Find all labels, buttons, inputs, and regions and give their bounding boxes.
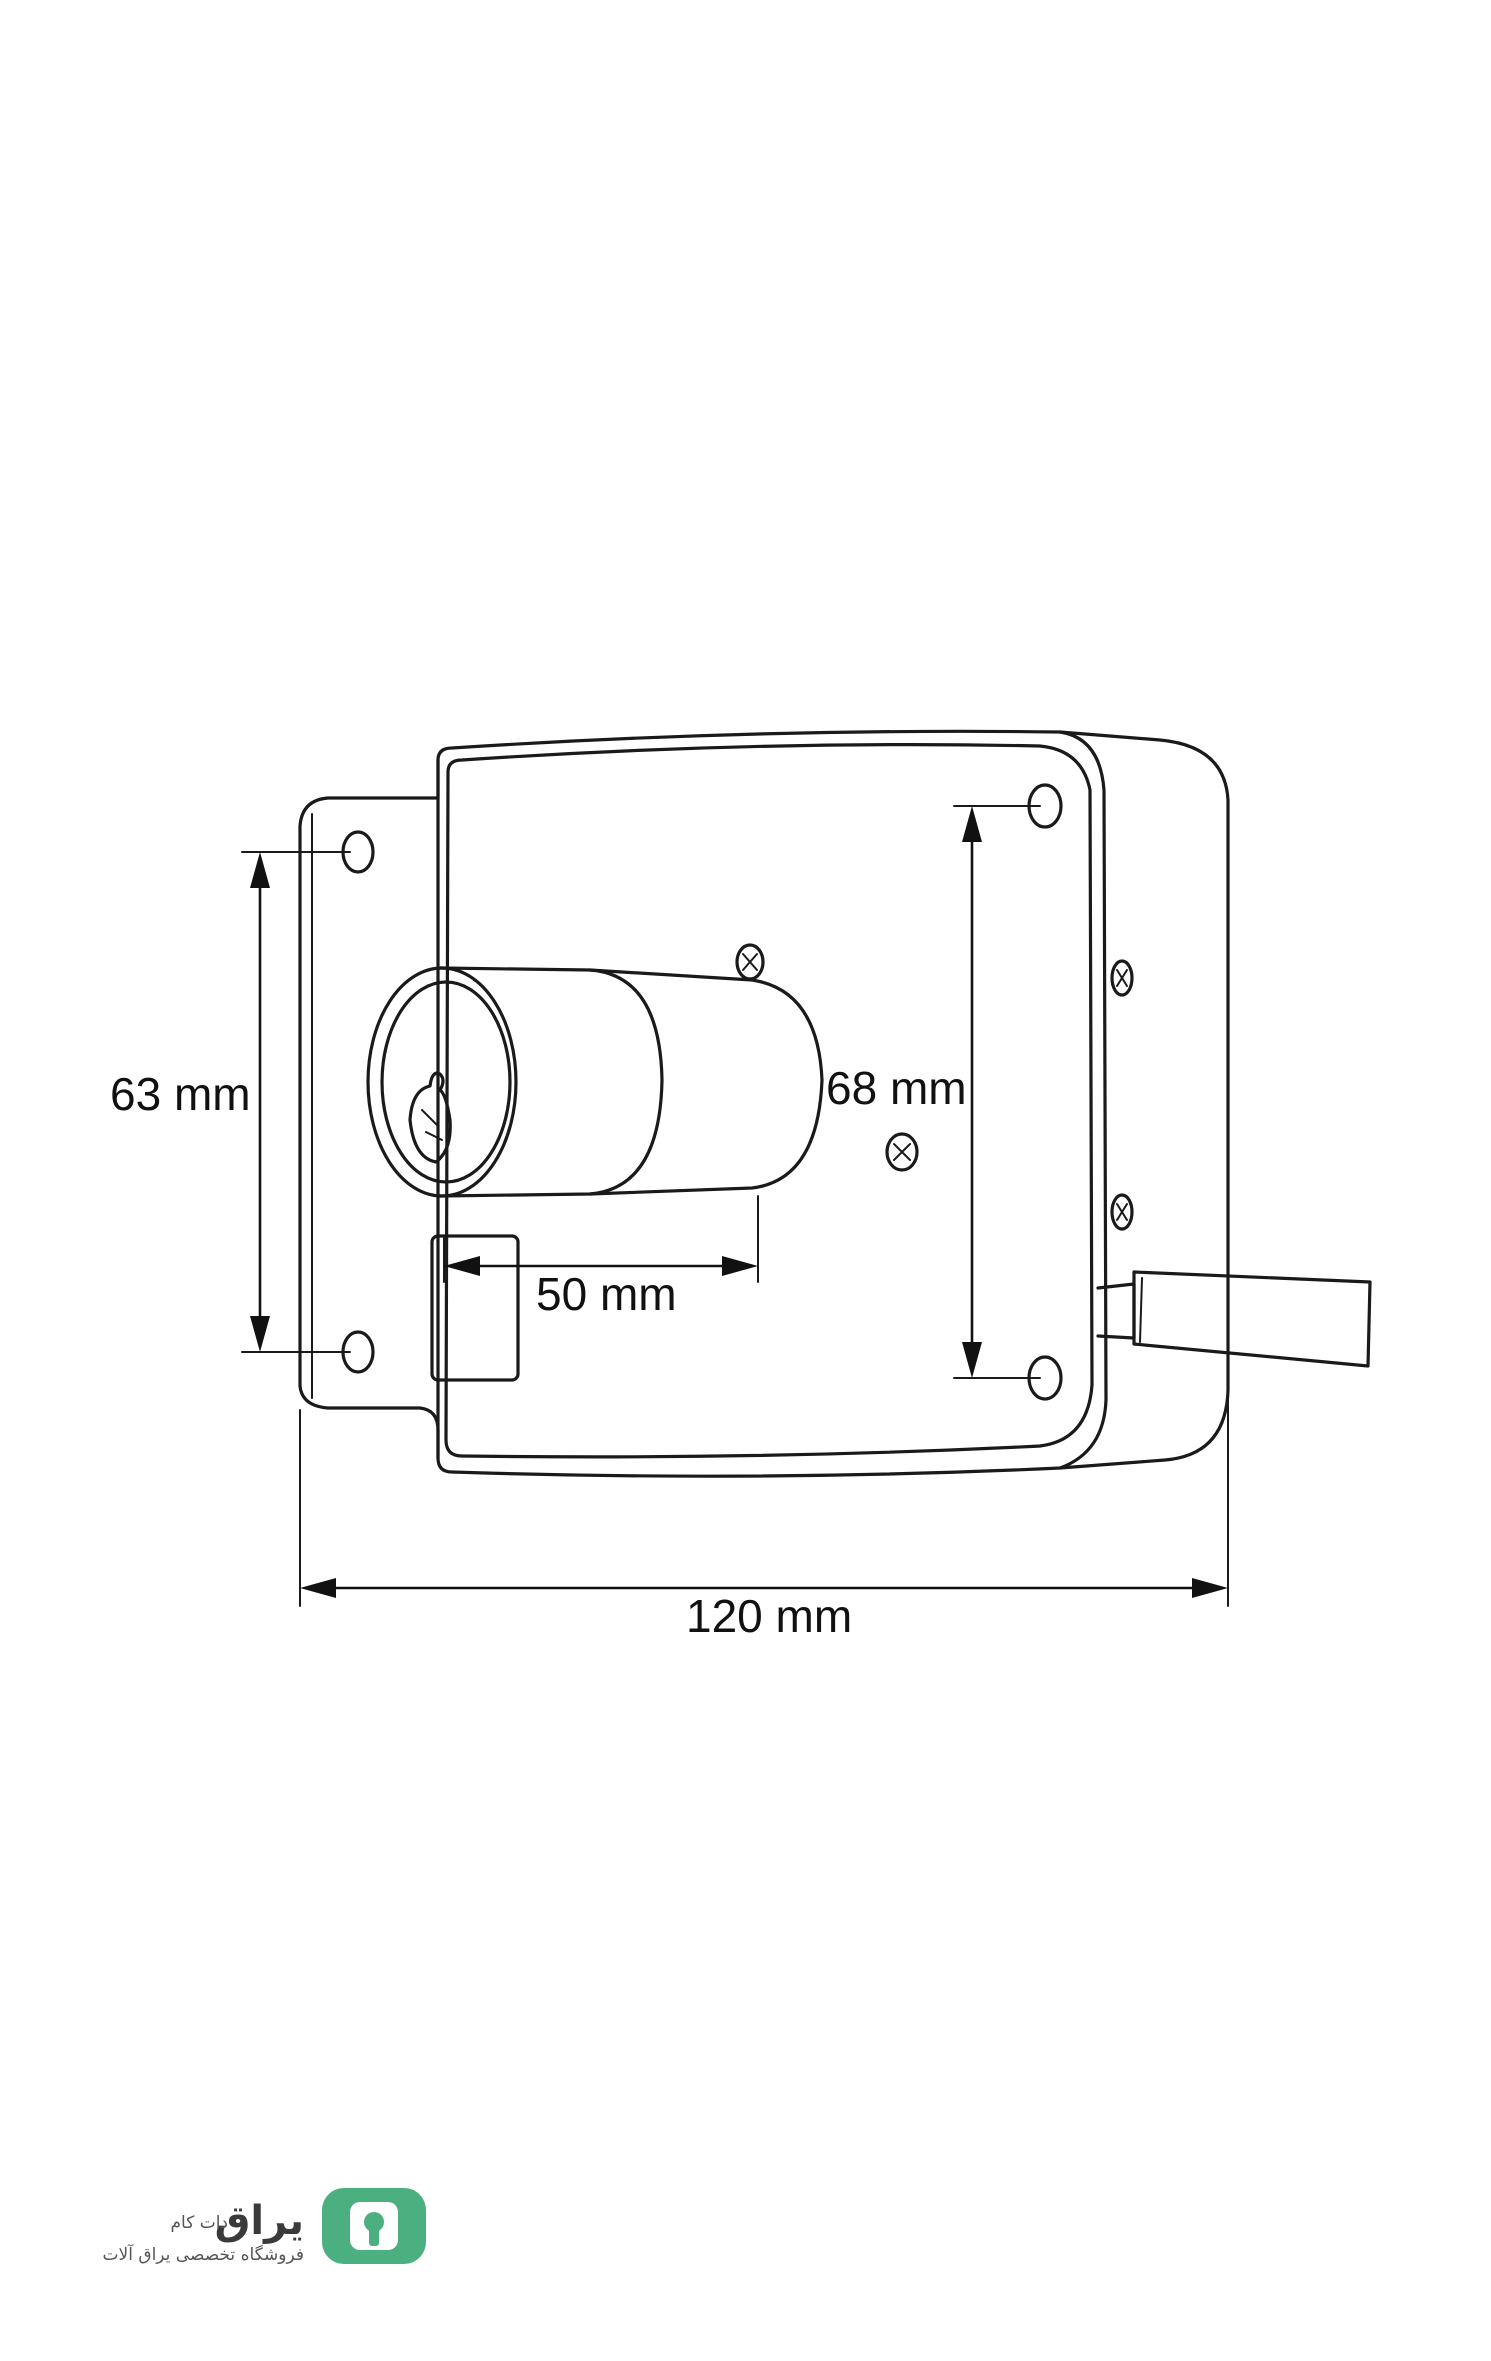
brand-tagline: فروشگاه تخصصی یراق آلات [103,2243,304,2265]
lock-cylinder [366,966,824,1198]
brand-name: یراق [215,2198,304,2244]
dimension-50mm: 50 mm [443,1195,759,1320]
dimension-label-120: 120 mm [686,1590,852,1642]
screw-icon [885,1132,919,1172]
latch-bolt [430,1234,520,1382]
screw-icon [1110,959,1134,997]
screw-icon [735,943,765,981]
keyhole-icon [408,1071,452,1164]
dimension-120mm: 120 mm [299,1399,1229,1642]
dimension-63mm: 63 mm [110,851,351,1353]
dimension-68mm: 68 mm [826,805,1041,1379]
logo-mark-icon [322,2188,426,2264]
screw-icon [1110,1193,1134,1231]
brand-suffix: دات کام [171,2213,229,2233]
lever-handle [1096,1270,1372,1368]
lock-body [436,729,1230,1478]
dimension-label-63: 63 mm [110,1068,251,1120]
brand-logo: یراق دات کام فروشگاه تخصصی یراق آلات [103,2188,426,2265]
dimension-label-68: 68 mm [826,1062,967,1114]
dimension-label-50: 50 mm [536,1268,677,1320]
